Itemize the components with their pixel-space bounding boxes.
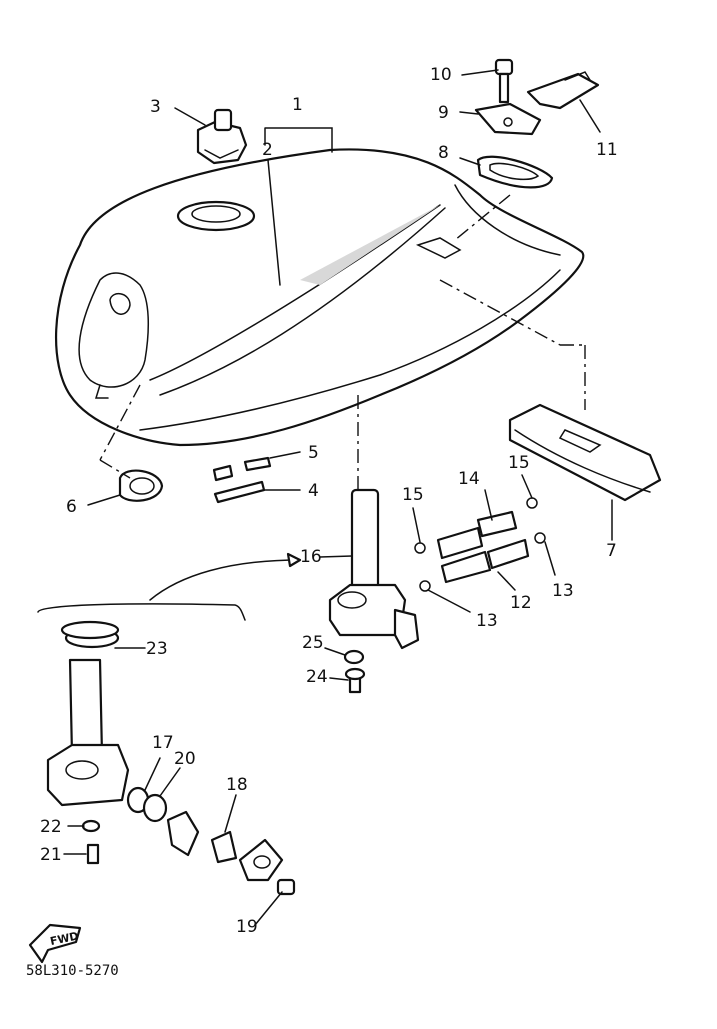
tank-bracket-7 [508,403,662,502]
callout-5: 5 [308,443,319,463]
callout-7: 7 [606,541,617,561]
callout-16: 16 [300,547,322,567]
fwd-label: FWD [49,929,80,948]
grommet [118,469,164,502]
drawing-code: 58L310-5270 [26,963,119,979]
washer-25-screw-24 [343,649,366,694]
callout-18: 18 [226,775,248,795]
callout-8: 8 [438,143,449,163]
callout-9: 9 [438,103,449,123]
callout-13-left: 13 [476,611,498,631]
lever-parts-17-22 [81,786,296,896]
plate-9 [474,102,542,136]
seal-8 [476,155,554,189]
callout-6: 6 [66,497,77,517]
connector-lines [37,69,613,926]
callout-14: 14 [458,469,480,489]
callout-15-right: 15 [508,453,530,473]
callout-4: 4 [308,481,319,501]
callout-22: 22 [40,817,62,837]
callout-25: 25 [302,633,324,653]
clip-11 [526,71,600,110]
bolt-10 [494,58,514,104]
callout-20: 20 [174,749,196,769]
callout-3: 3 [150,97,161,117]
filler-cap [196,108,248,165]
fwd-arrow-icon: FWD [28,923,82,964]
callout-2: 2 [262,140,273,160]
callout-15-left: 15 [402,485,424,505]
fuel-tank [54,148,585,447]
fuel-cock [328,488,420,650]
callout-21: 21 [40,845,62,865]
callout-17: 17 [152,733,174,753]
callout-11: 11 [596,140,618,160]
callout-10: 10 [430,65,452,85]
callout-13-right: 13 [552,581,574,601]
callout-1: 1 [292,95,303,115]
hoses-12-14 [436,510,530,584]
gasket-23 [60,620,120,640]
damper-4-5 [212,456,272,504]
fuel-cock-detail [46,627,130,807]
callout-19: 19 [236,917,258,937]
callout-12: 12 [510,593,532,613]
callout-24: 24 [306,667,328,687]
callout-23: 23 [146,639,168,659]
